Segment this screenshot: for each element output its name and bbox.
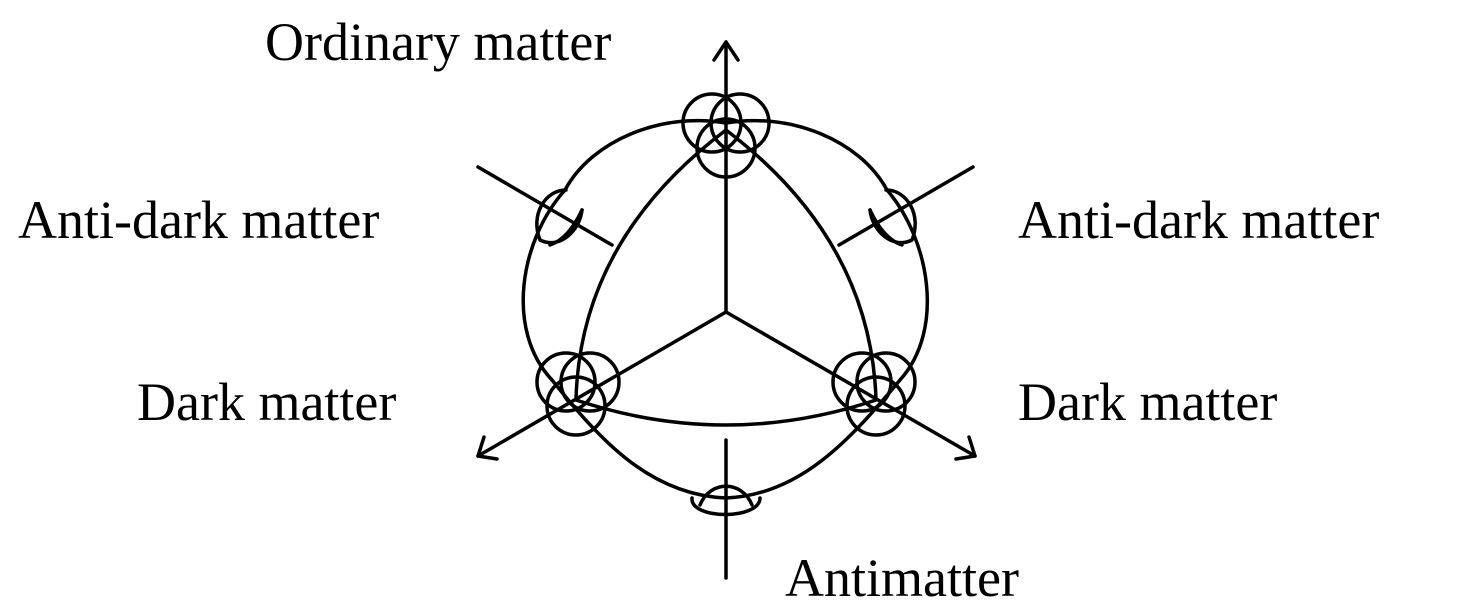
lobe-cluster-lower-left <box>535 351 621 437</box>
label-dark-matter-right: Dark matter <box>1018 372 1277 432</box>
axis-dark-matter-right <box>724 310 977 458</box>
arrowhead-dark-matter-right <box>954 435 977 461</box>
label-ordinary-matter: Ordinary matter <box>265 12 611 72</box>
label-anti-dark-matter-right: Anti-dark matter <box>1018 190 1379 250</box>
arrowhead-ordinary-matter <box>712 40 740 62</box>
axis-anti-dark-matter-right <box>837 165 975 247</box>
inner-curved-triangle <box>574 128 878 427</box>
lobe-cluster-lower-right <box>831 351 917 437</box>
label-antimatter: Antimatter <box>785 548 1019 608</box>
lobe-cluster-top <box>681 92 771 179</box>
lobe-antimatter-bottom <box>690 484 762 517</box>
lobe-anti-dark-left <box>535 188 584 247</box>
lobe-anti-dark-right <box>868 188 917 247</box>
axis-anti-dark-matter-left <box>476 165 614 247</box>
arrowhead-dark-matter-left <box>476 435 499 461</box>
label-dark-matter-left: Dark matter <box>137 372 396 432</box>
axis-dark-matter-left <box>476 310 728 458</box>
label-anti-dark-matter-left: Anti-dark matter <box>18 190 379 250</box>
axes <box>476 40 977 580</box>
